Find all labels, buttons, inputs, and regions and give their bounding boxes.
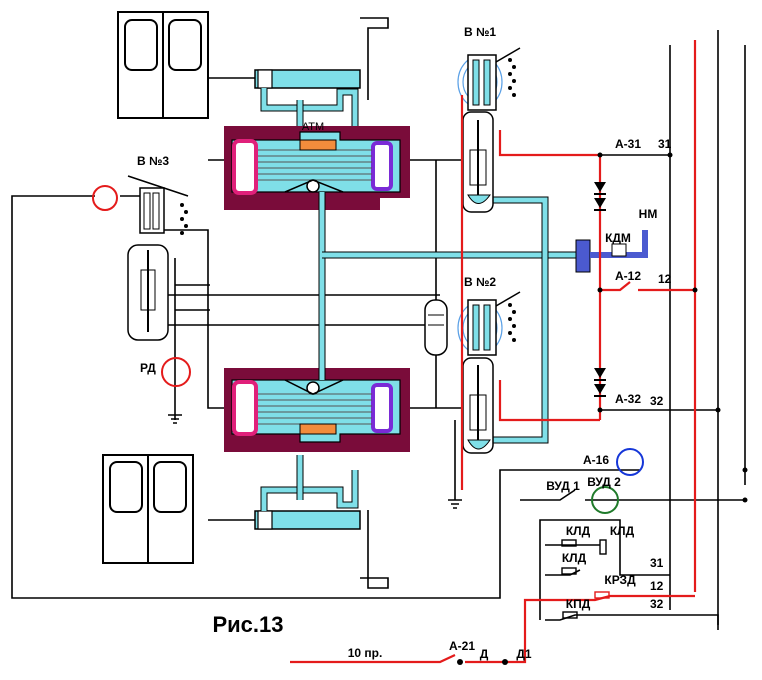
a31-label: А-31	[615, 137, 641, 151]
vud2-label: ВУД 2	[587, 475, 621, 489]
wire32-bottom-label: 32	[650, 597, 664, 611]
d1-label: Д1	[516, 647, 532, 661]
kld3-label: КЛД	[562, 551, 587, 565]
nm-label: НМ	[639, 207, 658, 221]
air-pipes	[318, 192, 580, 444]
krzd-label: КРЗД	[604, 573, 636, 587]
vud1-label: ВУД 1	[546, 479, 580, 493]
valve3-label: В №3	[137, 154, 169, 168]
contact-dots	[457, 152, 748, 665]
valve2-label: В №2	[464, 275, 496, 289]
a32-label: А-32	[615, 392, 641, 406]
atm-label: АТМ	[302, 121, 324, 133]
kld1-label: КЛД	[566, 524, 591, 538]
valve1-label: В №1	[464, 25, 496, 39]
wire32-top-label: 32	[650, 394, 664, 408]
wire12-bottom-label: 12	[650, 579, 664, 593]
contact-boxes	[561, 539, 610, 619]
lower-drive-cylinder	[254, 455, 361, 530]
kld2-label: КЛД	[610, 524, 635, 538]
upper-door-leaves	[117, 11, 209, 119]
valve-3	[127, 175, 189, 341]
lower-door-leaves	[102, 454, 194, 564]
upper-drive-cylinder	[254, 69, 361, 140]
a16-label: А-16	[583, 453, 609, 467]
diagram-labels: АТМ В №1 В №2 В №3 РД КДМ НМ А-31 А-12 А…	[137, 25, 672, 661]
valve-2	[457, 291, 521, 454]
upper-main-cylinder	[224, 126, 410, 210]
rd-label: РД	[140, 361, 156, 375]
a12-label: А-12	[615, 269, 641, 283]
valve-1	[457, 47, 521, 213]
a21-label: А-21	[449, 639, 475, 653]
diodes	[594, 182, 606, 397]
wire31-top-label: 31	[658, 137, 672, 151]
highlight-circles	[92, 185, 644, 514]
reservoir	[424, 299, 448, 356]
lower-main-cylinder	[224, 368, 410, 452]
ground-symbols	[168, 414, 462, 509]
figure-title: Рис.13	[212, 612, 283, 637]
kpd-label: КПД	[566, 597, 591, 611]
wire31-bottom-label: 31	[650, 556, 664, 570]
d-label: Д	[480, 647, 489, 661]
wire10-label: 10 пр.	[348, 646, 383, 660]
wire12-top-label: 12	[658, 272, 672, 286]
kdm-label: КДМ	[605, 231, 631, 245]
kdm-pressure-switch	[575, 230, 648, 273]
